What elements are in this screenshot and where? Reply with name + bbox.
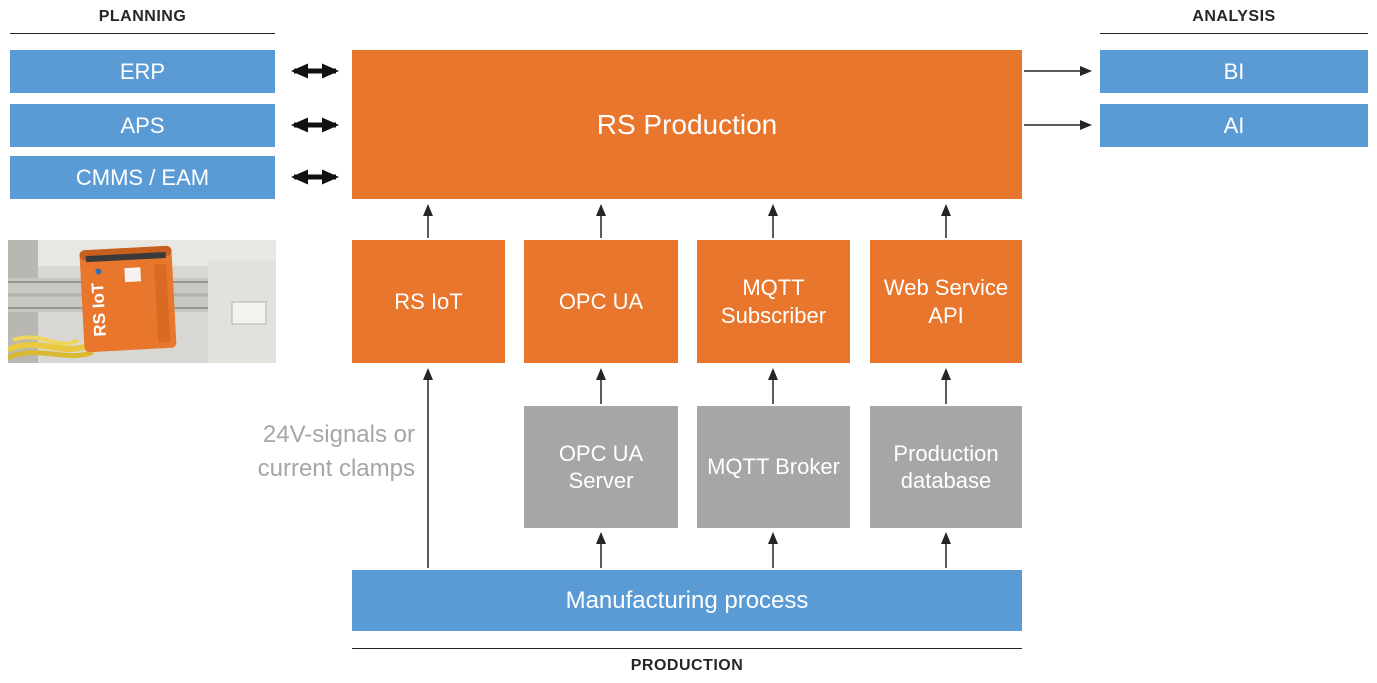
opc-ua-server-box: OPC UA Server bbox=[524, 406, 678, 528]
signal-annotation: 24V-signals or current clamps bbox=[257, 421, 415, 482]
erp-box: ERP bbox=[10, 50, 275, 93]
production-section-label: PRODUCTION bbox=[352, 648, 1022, 675]
web-service-api-box: Web Service API bbox=[870, 240, 1022, 363]
bi-box: BI bbox=[1100, 50, 1368, 93]
ai-box: AI bbox=[1100, 104, 1368, 147]
aps-box: APS bbox=[10, 104, 275, 147]
rs-iot-box: RS IoT bbox=[352, 240, 505, 363]
manufacturing-process-box: Manufacturing process bbox=[352, 570, 1022, 631]
rs-production-box: RS Production bbox=[352, 50, 1022, 199]
rs-iot-photo: RS IoT bbox=[6, 240, 276, 363]
rs-iot-photo-graphic: RS IoT bbox=[6, 240, 276, 363]
opc-ua-box: OPC UA bbox=[524, 240, 678, 363]
production-database-box: Production database bbox=[870, 406, 1022, 528]
mqtt-subscriber-box: MQTT Subscriber bbox=[697, 240, 850, 363]
analysis-section-label: ANALYSIS bbox=[1100, 8, 1368, 34]
mqtt-broker-box: MQTT Broker bbox=[697, 406, 850, 528]
planning-section-label: PLANNING bbox=[10, 8, 275, 34]
cmms-eam-box: CMMS / EAM bbox=[10, 156, 275, 199]
rs-iot-device-label: RS IoT bbox=[88, 282, 110, 337]
